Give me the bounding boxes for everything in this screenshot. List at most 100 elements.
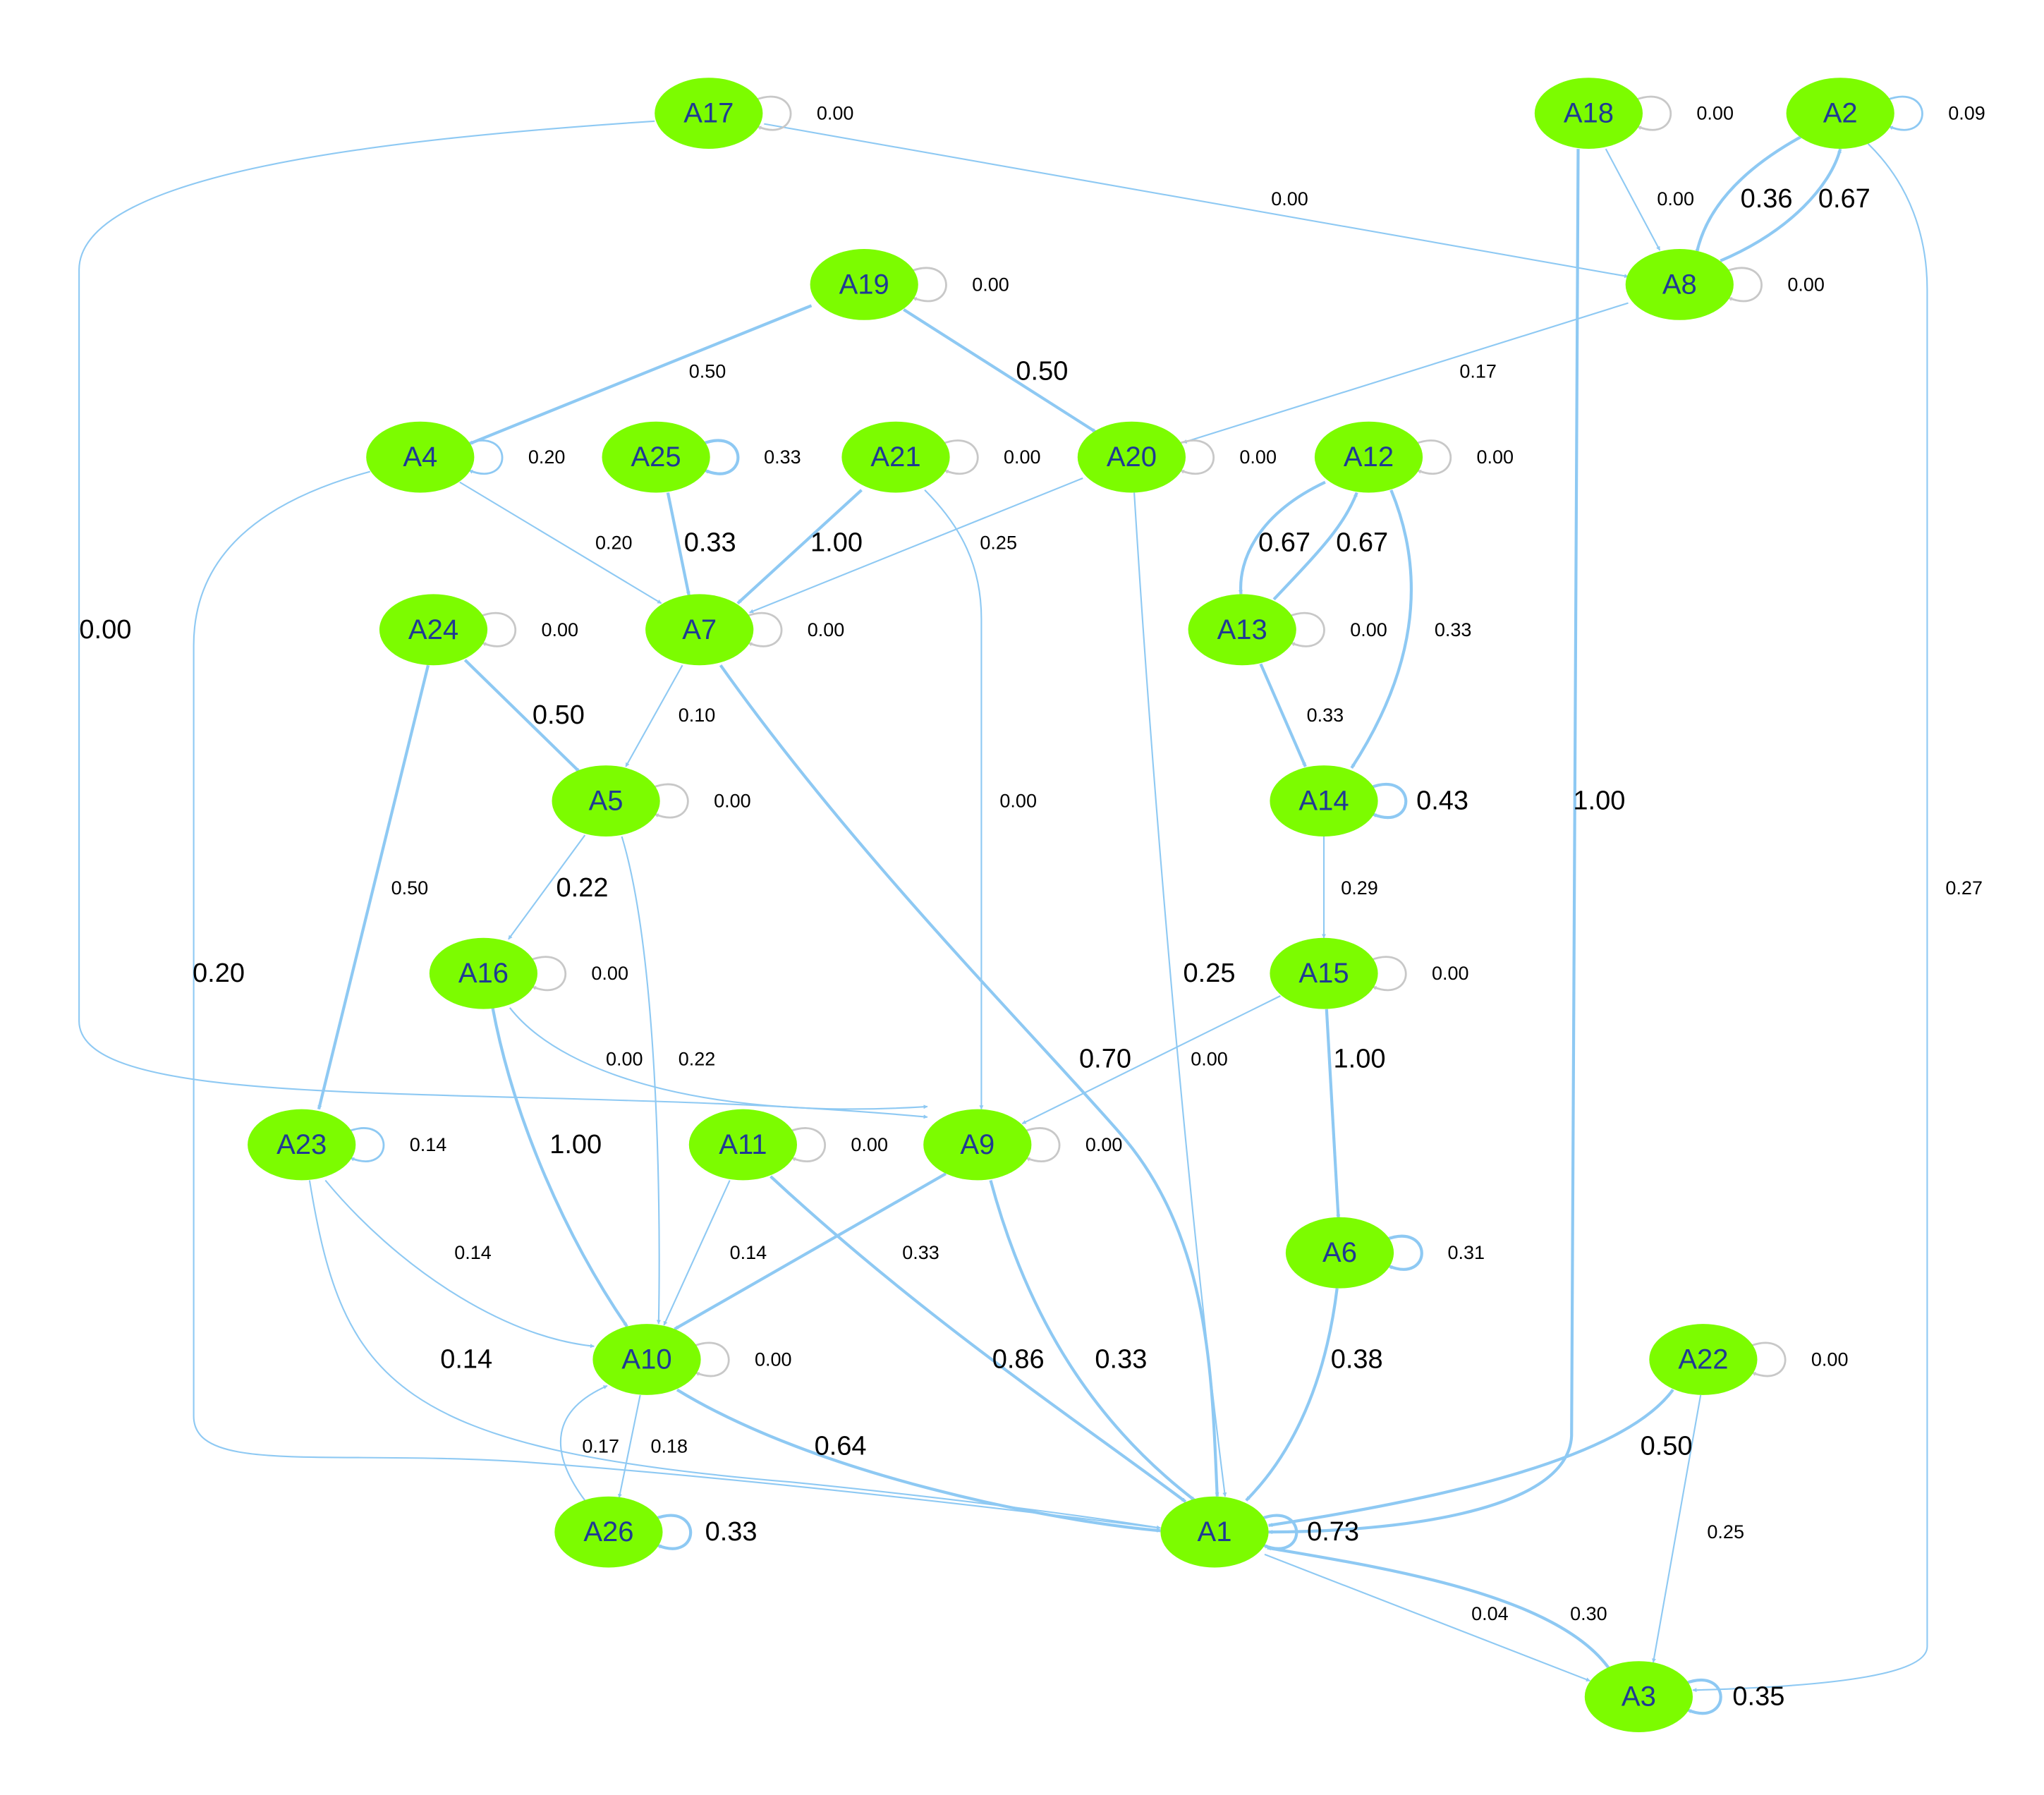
edge-label-a21-a7: 1.00 — [810, 528, 863, 558]
edge-a11-a10 — [663, 1180, 731, 1326]
node-label: A3 — [1622, 1681, 1656, 1712]
node-a6[interactable]: A6 — [1285, 1217, 1394, 1289]
node-a11[interactable]: A11 — [688, 1109, 797, 1181]
self-loop-label-a1: 0.73 — [1307, 1517, 1359, 1547]
edge-label-a3-a1: 0.30 — [1570, 1603, 1607, 1624]
node-shape — [1786, 78, 1894, 149]
node-a5[interactable]: A5 — [552, 765, 660, 836]
edge-a16-a10 — [491, 1007, 628, 1327]
node-a22[interactable]: A22 — [1649, 1324, 1758, 1395]
node-label: A21 — [870, 442, 920, 473]
edge-a2-a8 — [1695, 135, 1802, 254]
edge-label-a26-a10: 0.17 — [582, 1436, 619, 1457]
node-a7[interactable]: A7 — [645, 594, 754, 666]
edge-a22-a3 — [1651, 1394, 1702, 1663]
self-loop-a25 — [701, 439, 740, 475]
edge-label-a24-a23: 0.50 — [391, 877, 429, 899]
edge-label-a5-a10: 0.22 — [679, 1049, 716, 1070]
node-a17[interactable]: A17 — [655, 78, 763, 149]
node-a9[interactable]: A9 — [923, 1109, 1032, 1181]
node-a13[interactable]: A13 — [1188, 594, 1296, 666]
node-label: A7 — [682, 614, 717, 645]
edge-label-a5-a16: 0.22 — [556, 873, 609, 903]
edge-a15-a9 — [1021, 995, 1281, 1125]
node-shape — [810, 249, 918, 320]
self-loop-a15 — [1369, 956, 1407, 992]
node-label: A22 — [1678, 1344, 1728, 1375]
node-a19[interactable]: A19 — [810, 249, 918, 320]
edge-label-a10-a1: 0.64 — [815, 1432, 867, 1461]
node-a23[interactable]: A23 — [248, 1109, 356, 1181]
edge-label-a16-a9: 0.00 — [606, 1049, 643, 1070]
self-loop-label-a8: 0.00 — [1787, 274, 1825, 295]
node-shape — [1188, 594, 1296, 666]
node-a8[interactable]: A8 — [1625, 249, 1734, 320]
self-loop-a3 — [1684, 1678, 1722, 1715]
node-a20[interactable]: A20 — [1077, 421, 1186, 493]
self-loop-label-a9: 0.00 — [1085, 1134, 1123, 1155]
self-loop-a11 — [789, 1127, 827, 1162]
node-a24[interactable]: A24 — [379, 594, 488, 666]
self-loop-a26 — [654, 1514, 693, 1550]
node-shape — [1625, 249, 1734, 320]
self-loop-label-a14: 0.43 — [1416, 786, 1468, 816]
edge-a26-a10 — [559, 1385, 608, 1501]
edge-label-a20-a7: 0.25 — [980, 533, 1017, 554]
node-a14[interactable]: A14 — [1270, 765, 1378, 836]
self-loop-label-a21: 0.00 — [1004, 446, 1041, 468]
edge-label-a4-a1: 0.20 — [193, 959, 245, 988]
node-a16[interactable]: A16 — [429, 937, 538, 1009]
self-loop-a14 — [1369, 782, 1408, 820]
self-loop-label-a10: 0.00 — [755, 1349, 792, 1370]
self-loop-label-a17: 0.00 — [817, 103, 854, 124]
node-a25[interactable]: A25 — [602, 421, 710, 493]
node-a2[interactable]: A2 — [1786, 78, 1894, 149]
node-shape — [1270, 937, 1378, 1009]
self-loop-a8 — [1725, 267, 1763, 303]
self-loop-label-a19: 0.00 — [972, 274, 1009, 295]
node-label: A18 — [1564, 98, 1614, 129]
node-a18[interactable]: A18 — [1534, 78, 1643, 149]
node-shape — [1314, 421, 1423, 493]
node-a1[interactable]: A1 — [1160, 1496, 1269, 1568]
self-loops-layer — [347, 95, 1923, 1715]
edge-label-a21-a9: 0.00 — [999, 791, 1037, 812]
node-a12[interactable]: A12 — [1314, 421, 1423, 493]
node-a3[interactable]: A3 — [1584, 1661, 1693, 1733]
edge-label-a8-a20: 0.17 — [1459, 361, 1497, 382]
self-loop-label-a25: 0.33 — [764, 446, 801, 468]
self-loop-a2 — [1885, 95, 1923, 131]
node-label: A23 — [276, 1129, 327, 1160]
node-label: A13 — [1217, 614, 1267, 645]
edge-a7-a5 — [625, 664, 683, 767]
edge-a5-a10 — [621, 836, 661, 1325]
edge-label-a19-a20: 0.50 — [1016, 357, 1068, 387]
self-loop-label-a24: 0.00 — [542, 619, 579, 640]
edge-label-a17-a9: 0.00 — [79, 615, 131, 645]
node-a10[interactable]: A10 — [592, 1324, 701, 1395]
node-label: A20 — [1107, 442, 1157, 473]
edge-a9-a1 — [989, 1179, 1196, 1502]
edge-a11-a1 — [769, 1175, 1187, 1503]
node-a26[interactable]: A26 — [554, 1496, 663, 1568]
self-loop-a5 — [651, 783, 689, 819]
edge-label-a11-a1: 0.86 — [992, 1345, 1045, 1375]
edge-a4-a1 — [193, 470, 1161, 1530]
node-a15[interactable]: A15 — [1270, 937, 1378, 1009]
node-shape — [655, 78, 763, 149]
node-a4[interactable]: A4 — [366, 421, 475, 493]
node-label: A16 — [458, 958, 509, 989]
edge-a16-a9 — [509, 1007, 928, 1110]
node-shape — [1534, 78, 1643, 149]
self-loop-a23 — [347, 1127, 385, 1162]
edge-label-a6-a1: 0.38 — [1331, 1345, 1383, 1375]
self-loop-a13 — [1288, 611, 1325, 647]
node-shape — [366, 421, 475, 493]
edge-a24-a23 — [317, 664, 430, 1110]
self-loop-label-a26: 0.33 — [705, 1517, 758, 1547]
edge-label-a12-a14: 0.33 — [1435, 619, 1472, 640]
self-loop-label-a13: 0.00 — [1350, 619, 1387, 640]
node-shape — [645, 594, 754, 666]
node-a21[interactable]: A21 — [841, 421, 950, 493]
